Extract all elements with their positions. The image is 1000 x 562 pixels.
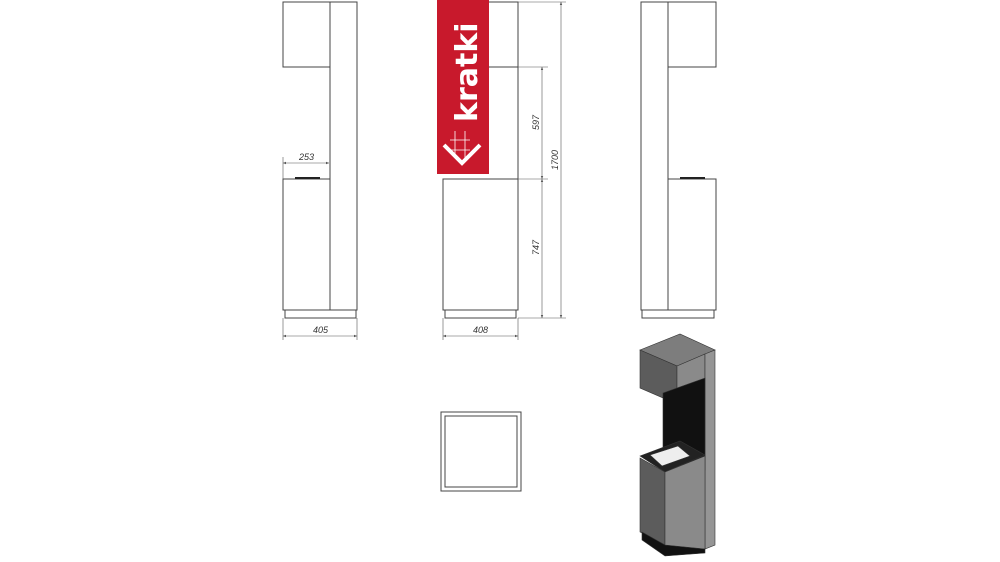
side-view-left: 253 405 bbox=[282, 1, 358, 340]
front-view: 597 747 1700 408 bbox=[442, 1, 566, 340]
dim-253: 253 bbox=[298, 152, 314, 162]
dim-408: 408 bbox=[473, 325, 488, 335]
dim-597: 597 bbox=[531, 114, 541, 130]
side-view-right bbox=[640, 1, 717, 319]
dim-1700: 1700 bbox=[550, 150, 560, 170]
isometric-view bbox=[639, 333, 716, 557]
dim-405: 405 bbox=[313, 325, 329, 335]
dim-747: 747 bbox=[531, 239, 541, 255]
kratki-logo: kratki bbox=[437, 0, 489, 174]
top-view bbox=[440, 411, 522, 492]
logo-text: kratki bbox=[450, 22, 485, 122]
